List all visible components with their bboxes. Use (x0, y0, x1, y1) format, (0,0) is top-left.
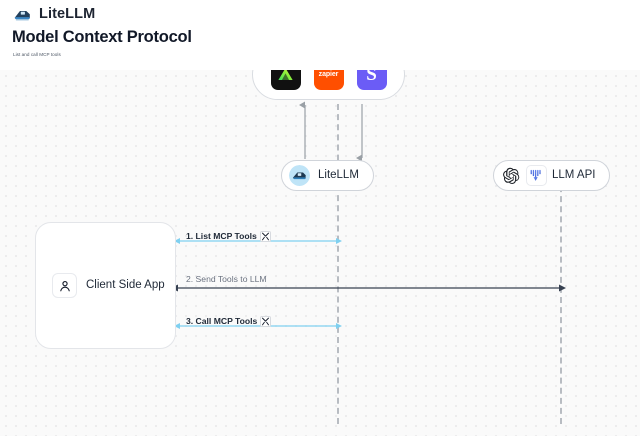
node-litellm[interactable]: LiteLLM (281, 160, 374, 191)
edge-label-1-text: 1. List MCP Tools (186, 231, 257, 242)
node-client-side-app[interactable]: Client Side App (35, 222, 176, 349)
node-llm-api[interactable]: LLM API (493, 160, 611, 191)
page-title: Model Context Protocol (12, 28, 192, 46)
lifeline-llmapi (560, 176, 562, 424)
page-subtitle: List and call MCP tools (13, 52, 61, 57)
wrench-icon (259, 231, 271, 242)
edge-label-1: 1. List MCP Tools (186, 231, 271, 242)
slack-letter: S (366, 64, 377, 85)
brand-name: LiteLLM (39, 6, 96, 23)
brand[interactable]: LiteLLM (14, 7, 95, 22)
client-side-app-content: Client Side App (36, 273, 165, 298)
openai-icon (500, 165, 521, 186)
lifeline-litellm (337, 104, 339, 424)
edge-label-3-text: 3. Call MCP Tools (186, 316, 258, 327)
edge-label-2: 2. Send Tools to LLM (186, 275, 267, 284)
node-litellm-label: LiteLLM (318, 168, 359, 181)
node-llm-api-label: LLM API (552, 168, 596, 181)
zapier-wordmark: zapier (318, 71, 339, 78)
vertex-ai-icon (526, 165, 547, 186)
user-icon (52, 273, 77, 298)
litellm-avatar-icon (289, 165, 310, 186)
edge-label-3: 3. Call MCP Tools (186, 316, 272, 327)
wrench-icon (260, 316, 272, 327)
node-client-side-app-label: Client Side App (86, 278, 165, 291)
edge-label-2-text: 2. Send Tools to LLM (186, 274, 267, 284)
litellm-logo-icon (14, 7, 33, 22)
page-header: LiteLLM Model Context Protocol List and … (0, 0, 640, 70)
